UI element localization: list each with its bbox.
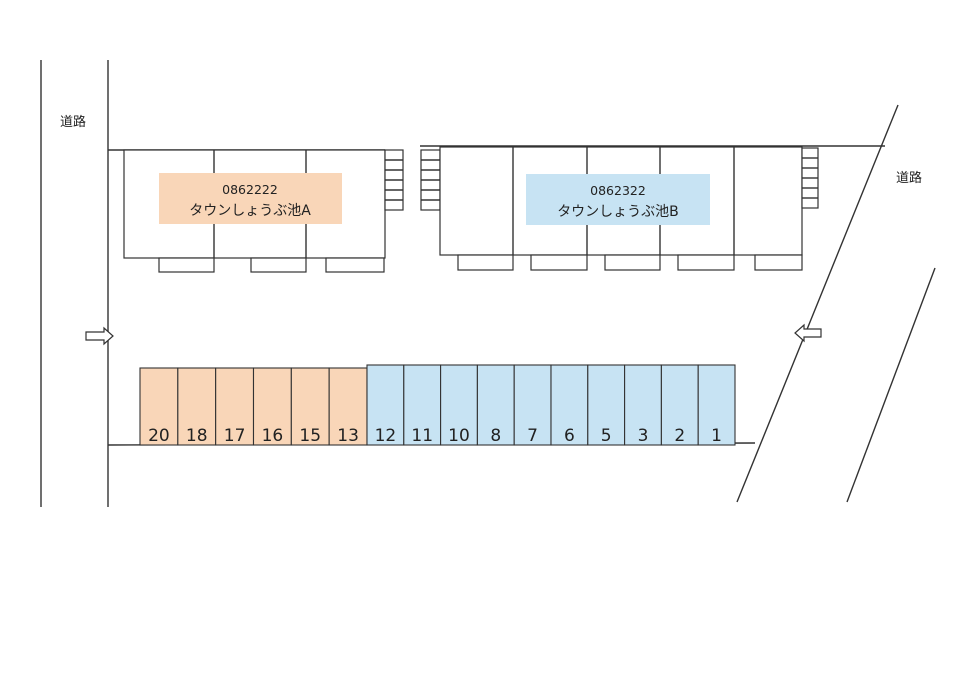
parking-spot-box <box>403 364 442 446</box>
parking-spot-13: 13 <box>328 367 368 446</box>
parking-spot-20: 20 <box>139 367 179 446</box>
parking-spot-box <box>177 367 217 446</box>
parking-spot-number: 17 <box>224 426 246 446</box>
parking-spot-box <box>328 367 368 446</box>
road-edge-right <box>736 104 899 503</box>
parking-spot-15: 15 <box>290 367 330 446</box>
parking-spot-6: 6 <box>550 364 589 446</box>
parking-spot-number: 12 <box>375 426 397 446</box>
parking-spot-number: 8 <box>490 426 501 446</box>
parking-spot-box <box>660 364 699 446</box>
parking-spot-box <box>513 364 552 446</box>
building-a: 0862222 タウンしょうぶ池A <box>123 149 404 273</box>
parking-spot-11: 11 <box>403 364 442 446</box>
building-a-label-box <box>159 173 342 224</box>
parking-spot-3: 3 <box>624 364 662 446</box>
parking-spot-box <box>624 364 662 446</box>
parking-spot-16: 16 <box>252 367 292 446</box>
parking-spot-number: 13 <box>337 426 359 446</box>
building-b-label-box <box>526 174 710 225</box>
building-a-name: タウンしょうぶ池A <box>189 203 311 219</box>
entrance-arrow-icon <box>85 326 114 346</box>
parking-spot-box <box>252 367 292 446</box>
parking-spot-10: 10 <box>440 364 478 446</box>
parking-spot-box <box>290 367 330 446</box>
entrance-arrow-icon <box>794 323 822 343</box>
parking-spot-number: 1 <box>711 426 722 446</box>
parking-spot-number: 18 <box>186 426 208 446</box>
parking-spot-number: 16 <box>262 426 284 446</box>
building-a-code: 0862222 <box>222 182 278 197</box>
parking-spot-12: 12 <box>366 364 405 446</box>
parking-spot-18: 18 <box>177 367 217 446</box>
parking-spot-number: 7 <box>527 426 538 446</box>
parking-spot-number: 11 <box>411 426 433 446</box>
parking-spot-box <box>476 364 515 446</box>
road-label-right: 道路 <box>896 170 922 186</box>
parking-spot-box <box>440 364 478 446</box>
parking-spots: 20 18 17 16 15 13 12 11 10 8 7 6 5 3 2 1 <box>139 364 736 446</box>
parking-spot-5: 5 <box>587 364 626 446</box>
parking-spot-number: 3 <box>638 426 649 446</box>
parking-spot-8: 8 <box>476 364 515 446</box>
building-b: 0862322 タウンしょうぶ池B <box>420 146 819 271</box>
parking-spot-1: 1 <box>697 364 736 446</box>
road-label-left: 道路 <box>60 114 86 130</box>
parking-spot-box <box>366 364 405 446</box>
parking-spot-box <box>139 367 179 446</box>
parking-spot-number: 2 <box>674 426 685 446</box>
parking-spot-17: 17 <box>215 367 255 446</box>
parking-spot-number: 5 <box>601 426 612 446</box>
building-b-code: 0862322 <box>590 183 646 198</box>
parking-spot-number: 15 <box>299 426 321 446</box>
parking-spot-box <box>215 367 255 446</box>
parking-spot-number: 20 <box>148 426 170 446</box>
parking-spot-number: 6 <box>564 426 575 446</box>
parking-spot-number: 10 <box>448 426 470 446</box>
parking-spot-2: 2 <box>660 364 699 446</box>
parking-spot-box <box>697 364 736 446</box>
building-b-name: タウンしょうぶ池B <box>557 204 679 220</box>
parking-spot-7: 7 <box>513 364 552 446</box>
road-edge-right-outer <box>846 267 936 503</box>
